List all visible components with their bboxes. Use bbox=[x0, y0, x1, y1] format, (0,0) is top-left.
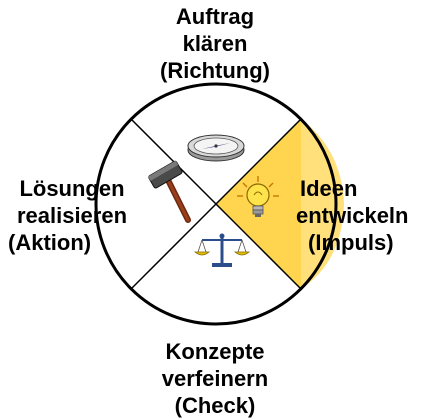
lightbulb-icon bbox=[237, 176, 279, 217]
segment-label-top: Auftrag klären (Richtung) bbox=[110, 3, 320, 84]
cycle-circle bbox=[94, 82, 338, 326]
segment-bottom-line-3: (Check) bbox=[174, 393, 256, 418]
segment-label-right: Ideen entwickeln (Impuls) bbox=[296, 175, 430, 256]
segment-right-line-1: Ideen bbox=[300, 176, 358, 201]
highlight-soft-edge bbox=[301, 119, 344, 289]
segment-left-line-1: Lösungen bbox=[19, 176, 125, 201]
segment-bottom-line-2: verfeinern bbox=[161, 366, 269, 391]
divider-line-2 bbox=[130, 118, 302, 290]
segment-label-left: Lösungen realisieren (Aktion) bbox=[8, 175, 136, 256]
segment-left-line-2: realisieren bbox=[16, 203, 128, 228]
segment-bottom-line-1: Konzepte bbox=[165, 339, 265, 364]
segment-top-line-3: (Richtung) bbox=[160, 58, 270, 83]
segment-label-bottom: Konzepte verfeinern (Check) bbox=[110, 338, 320, 418]
compass-icon bbox=[187, 134, 245, 162]
segment-right-line-3: (Impuls) bbox=[308, 230, 394, 255]
hammer-icon bbox=[148, 160, 191, 223]
segment-top-line-1: Auftrag bbox=[175, 4, 255, 29]
segment-left-line-3: (Aktion) bbox=[8, 230, 92, 255]
scales-icon bbox=[193, 233, 251, 267]
segment-top-line-2: klären bbox=[182, 31, 248, 56]
segment-right-line-2: entwickeln bbox=[296, 203, 409, 228]
